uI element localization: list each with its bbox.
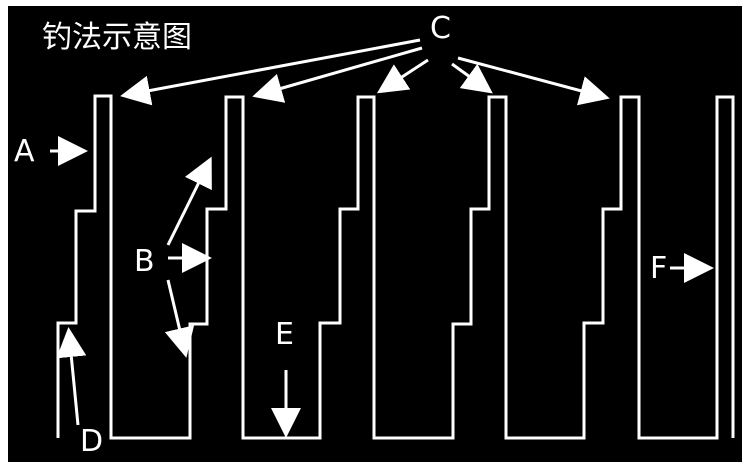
arrow-c-1 [120, 38, 421, 106]
arrow-c-4 [451, 62, 493, 94]
arrow-c-2 [252, 46, 423, 103]
label-e: E [275, 317, 294, 352]
arrow-b-1 [166, 156, 212, 246]
label-b: B [134, 244, 155, 279]
label-c: C [430, 11, 451, 46]
stepped-waveform [56, 94, 735, 440]
label-a: A [14, 134, 35, 169]
arrow-d [56, 327, 87, 426]
label-d: D [80, 424, 104, 459]
label-f: F [650, 251, 668, 286]
arrow-c-3 [376, 58, 429, 94]
arrow-c-5 [457, 56, 610, 106]
arrow-b-3 [164, 279, 195, 358]
diagram-title: 钓法示意图 [42, 20, 192, 55]
